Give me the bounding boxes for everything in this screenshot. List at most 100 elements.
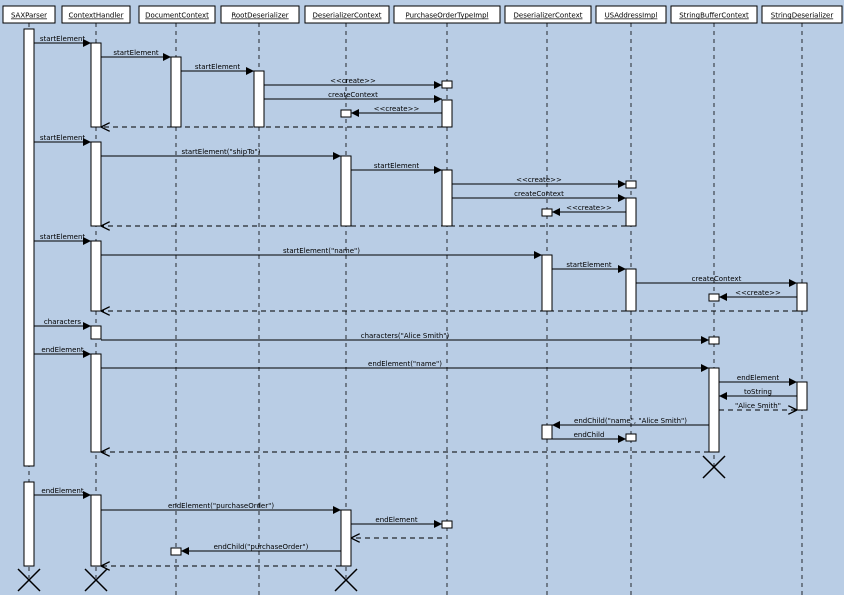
message-label: characters bbox=[44, 318, 82, 326]
activation-ch bbox=[90, 141, 102, 227]
participant-label: DeserializerContext bbox=[514, 12, 583, 20]
message-alice-smith[interactable]: "Alice Smith" bbox=[719, 402, 797, 410]
participant-sd[interactable]: StringDeserializer bbox=[761, 5, 843, 24]
message-create[interactable]: <<create>> bbox=[552, 204, 626, 216]
message-startelement[interactable]: startElement bbox=[34, 233, 91, 245]
object-box-dctx1 bbox=[340, 109, 352, 118]
message-startelement[interactable]: startElement bbox=[34, 35, 91, 47]
activation-ch bbox=[90, 494, 102, 567]
message-startelement[interactable]: startElement bbox=[552, 261, 626, 273]
activation-usa bbox=[625, 268, 637, 312]
activation-ch bbox=[90, 353, 102, 453]
object-box-usa bbox=[625, 433, 637, 442]
message-label: <<create>> bbox=[566, 204, 612, 212]
message-startelement-name[interactable]: startElement("name") bbox=[101, 247, 542, 259]
message-startelement[interactable]: startElement bbox=[351, 162, 442, 174]
participant-poti[interactable]: PurchaseOrderTypeImpl bbox=[393, 5, 501, 24]
participant-label: PurchaseOrderTypeImpl bbox=[405, 12, 488, 20]
activation-dc bbox=[170, 56, 182, 128]
destroy-mark-sbc bbox=[702, 455, 726, 479]
message-label: createContext bbox=[692, 275, 742, 283]
participant-label: StringDeserializer bbox=[771, 12, 834, 20]
message-endelement[interactable]: endElement bbox=[34, 487, 91, 499]
participant-box bbox=[761, 5, 843, 24]
message-characters-alice-smith[interactable]: characters("Alice Smith") bbox=[101, 332, 709, 344]
destroy-mark-sax bbox=[17, 568, 41, 592]
message-label: startElement("shipTo") bbox=[181, 148, 260, 156]
message-endelement[interactable]: endElement bbox=[34, 346, 91, 358]
activation-sd bbox=[796, 282, 808, 312]
message-label: <<create>> bbox=[374, 105, 420, 113]
message-create[interactable]: <<create>> bbox=[719, 289, 797, 301]
message-label: endElement bbox=[41, 487, 83, 495]
message-startelement[interactable]: startElement bbox=[181, 63, 254, 75]
message-startelement-shipto[interactable]: startElement("shipTo") bbox=[101, 148, 341, 160]
object-box-poti bbox=[441, 520, 453, 529]
activation-ch bbox=[90, 240, 102, 312]
activation-rd bbox=[253, 70, 265, 128]
object-box-dctx2 bbox=[541, 208, 553, 217]
activation-ch bbox=[90, 325, 102, 340]
participant-box bbox=[595, 5, 667, 24]
activation-poti bbox=[441, 99, 453, 128]
message-startelement[interactable]: startElement bbox=[101, 49, 171, 61]
message-create[interactable]: <<create>> bbox=[351, 105, 442, 117]
participant-usa[interactable]: USAddressImpl bbox=[595, 5, 667, 24]
activation-dctx2 bbox=[541, 424, 553, 440]
participant-dctx1[interactable]: DeserializerContext bbox=[304, 5, 390, 24]
message-endelement[interactable]: endElement bbox=[719, 374, 797, 386]
participant-box bbox=[61, 5, 131, 24]
participant-label: StringBufferContext bbox=[679, 12, 749, 20]
message-createcontext[interactable]: createContext bbox=[264, 91, 442, 103]
message-tostring[interactable]: toString bbox=[719, 388, 797, 400]
participant-box bbox=[504, 5, 592, 24]
message-endchild[interactable]: endChild bbox=[552, 431, 626, 443]
message-createcontext[interactable]: createContext bbox=[452, 190, 626, 202]
activation-sd bbox=[796, 381, 808, 411]
participant-dctx2[interactable]: DeserializerContext bbox=[504, 5, 592, 24]
activation-ch bbox=[90, 42, 102, 128]
message-endchild-name-alice-smith[interactable]: endChild("name", "Alice Smith") bbox=[552, 417, 709, 429]
participant-sbc[interactable]: StringBufferContext bbox=[670, 5, 758, 24]
message-label: endElement bbox=[375, 516, 417, 524]
activation-dctx1 bbox=[340, 155, 352, 227]
message-label: startElement bbox=[40, 35, 86, 43]
message-label: startElement bbox=[113, 49, 159, 57]
activation-dctx1 bbox=[340, 509, 352, 567]
message-label: <<create>> bbox=[330, 77, 376, 85]
object-box-dc bbox=[170, 547, 182, 556]
message-label: endChild bbox=[574, 431, 605, 439]
message-endchild-purchaseorder[interactable]: endChild("purchaseOrder") bbox=[181, 543, 341, 555]
message-endelement[interactable]: endElement bbox=[351, 516, 442, 528]
message-endelement-purchaseorder[interactable]: endElement("purchaseOrder") bbox=[101, 502, 341, 514]
message-label: endElement("name") bbox=[368, 360, 442, 368]
participant-dc[interactable]: DocumentContext bbox=[138, 5, 216, 24]
message-label: <<create>> bbox=[516, 176, 562, 184]
object-box-sbc bbox=[708, 336, 720, 345]
message-create[interactable]: <<create>> bbox=[264, 77, 442, 89]
participant-box bbox=[393, 5, 501, 24]
message-label: endChild("name", "Alice Smith") bbox=[574, 417, 687, 425]
message-label: startElement bbox=[374, 162, 420, 170]
activation-poti bbox=[441, 169, 453, 227]
message-label: endChild("purchaseOrder") bbox=[214, 543, 309, 551]
participant-ch[interactable]: ContextHandler bbox=[61, 5, 131, 24]
message-startelement[interactable]: startElement bbox=[34, 134, 91, 146]
message-characters[interactable]: characters bbox=[34, 318, 91, 330]
message-label: startElement bbox=[40, 233, 86, 241]
participant-sax[interactable]: SAXParser bbox=[2, 5, 56, 24]
participant-label: ContextHandler bbox=[69, 12, 124, 20]
participant-rd[interactable]: RootDeserializer bbox=[220, 5, 300, 24]
message-label: startElement("name") bbox=[283, 247, 360, 255]
participant-label: USAddressImpl bbox=[605, 12, 658, 20]
destroy-mark-ch bbox=[84, 568, 108, 592]
message-create[interactable]: <<create>> bbox=[452, 176, 626, 188]
participant-label: RootDeserializer bbox=[231, 12, 288, 20]
message-endelement-name[interactable]: endElement("name") bbox=[101, 360, 709, 372]
message-label: endElement bbox=[41, 346, 83, 354]
participant-box bbox=[670, 5, 758, 24]
message-createcontext[interactable]: createContext bbox=[636, 275, 797, 287]
participant-label: DocumentContext bbox=[145, 12, 209, 20]
activation-sbc bbox=[708, 367, 720, 453]
